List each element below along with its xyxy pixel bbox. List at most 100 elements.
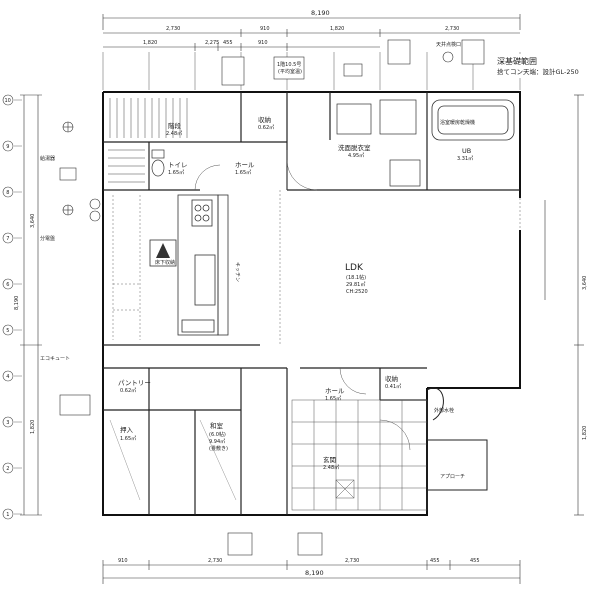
room-ub-area: 3.31㎡ [457,155,473,162]
right-annex [426,387,488,491]
foundation-sub: 捨てコン天端：設計GL-250 [497,67,579,76]
approach-label: アプローチ [440,474,465,480]
kitchen-label: キッチン [234,262,240,282]
bottom-note-2: 外部水栓 [434,407,454,414]
bottom-dimensions [102,560,521,584]
row-number-label: 5 [6,328,9,334]
dim-left-b: 1,820 [30,420,36,434]
box-right-label: 天井点検口 [436,41,461,48]
row-number-label: 9 [6,144,9,150]
dim-bottom-c: 2,730 [345,558,359,564]
dim-top-total: 8,190 [311,9,330,17]
room-pantry-name: パントリー [118,379,151,387]
toilet-fixture [151,149,165,177]
row-number-label: 7 [6,236,9,242]
room-storage1-area: 0.62㎡ [258,124,274,131]
row-number-circle [2,416,14,428]
dim-right-a: 3,640 [582,276,588,290]
top-dimensions [102,14,521,51]
row-number-label: 4 [6,374,9,380]
dim-left-a: 3,640 [30,214,36,228]
column-ticks [102,52,521,90]
room-entrance-area: 2.48㎡ [323,464,339,471]
row-number-circle [2,462,14,474]
room-washitsu-area: 9.94㎡ [209,438,225,445]
dim-left-total: 8,190 [14,296,20,310]
dim-bottom-e: 455 [470,558,480,564]
room-toilet-area: 1.65㎡ [168,169,184,176]
row-number-label: 6 [6,282,9,288]
room-washroom-area: 4.95㎡ [348,152,364,159]
room-ub-name: UB [462,147,471,155]
room-hall2-area: 1.65㎡ [325,395,341,402]
dim-top-c: 1,820 [330,26,344,32]
room-storage2-area: 0.41㎡ [385,383,401,390]
dim-top-a: 2,730 [166,26,180,32]
row-number-circle [2,508,14,520]
row-number-label: 8 [6,190,9,196]
door-swings [194,150,411,451]
bath-unit-label: 浴室暖房乾燥機 [440,119,475,126]
room-storage2-name: 収納 [385,374,398,383]
left-dimensions [20,94,42,516]
dim-bottom-a: 910 [118,558,128,564]
room-washitsu-name: 和室 [210,421,224,430]
row-number-circle [2,94,14,106]
staircase [108,98,188,183]
row-number-label: 3 [6,420,9,426]
room-ldk-area: 29.81㎡ [346,281,365,288]
side-note-3: エコキュート [40,356,70,362]
side-note-2: 分電盤 [40,235,55,242]
room-hall2-name: ホール [325,387,345,395]
dim-top-d: 2,730 [445,26,459,32]
room-pantry-area: 0.62㎡ [120,387,136,394]
dim-top2-b: 2,275 [205,40,219,46]
dim-bottom-total: 8,190 [305,569,324,577]
row-number-circle [2,140,14,152]
kitchen-sub-label: 床下収納 [155,259,175,266]
foundation-note-bg [494,54,564,78]
room-washitsu-sub: (6.0帖) [209,431,226,438]
dim-right-b: 1,820 [582,426,588,440]
closet-hatch [109,419,237,501]
kitchen-arrow-icon [156,243,170,258]
row-number-circle [2,232,14,244]
row-number-label: 10 [5,98,11,104]
foundation-title: 深基礎範囲 [497,56,537,66]
entrance-tiles [291,399,428,511]
dashed-guides [112,190,521,345]
dim-top2-d: 910 [258,40,268,46]
room-toilet-name: トイレ [168,161,188,169]
kitchen-counter [149,194,229,336]
row-number-circle [2,370,14,382]
room-hall1-area: 1.65㎡ [235,169,251,176]
dim-top2-c: 455 [223,40,233,46]
bottom-label-boxes [227,532,323,556]
room-closet-area: 1.65㎡ [120,435,136,442]
room-ldk-sub: (18.1帖) [346,274,366,281]
dim-top-b: 910 [260,26,270,32]
room-ldk-name: LDK [345,263,364,273]
room-stairs-area: 2.48㎡ [166,130,182,137]
dim-top2-a: 1,820 [143,40,157,46]
row-number-circle [2,324,14,336]
washroom-fixtures [336,99,421,187]
row-number-circle [2,278,14,290]
bath-unit [431,99,515,141]
room-entrance-name: 玄関 [323,455,336,464]
left-utilities [59,121,101,416]
room-ldk-ch: CH:2520 [346,289,368,295]
room-storage1-name: 収納 [258,115,271,124]
dim-bottom-b: 2,730 [208,558,222,564]
right-dimensions [544,94,584,516]
top-label-boxes [221,39,485,86]
room-washroom-name: 洗面脱衣室 [338,143,371,152]
top-box1-sub: (平均室温) [278,68,302,75]
room-closet-name: 押入 [120,425,134,434]
room-stairs-name: 階段 [168,121,182,130]
row-number-label: 1 [6,512,9,518]
side-note-1: 給湯器 [40,155,55,162]
room-washitsu-note: (畳敷き) [209,445,228,452]
